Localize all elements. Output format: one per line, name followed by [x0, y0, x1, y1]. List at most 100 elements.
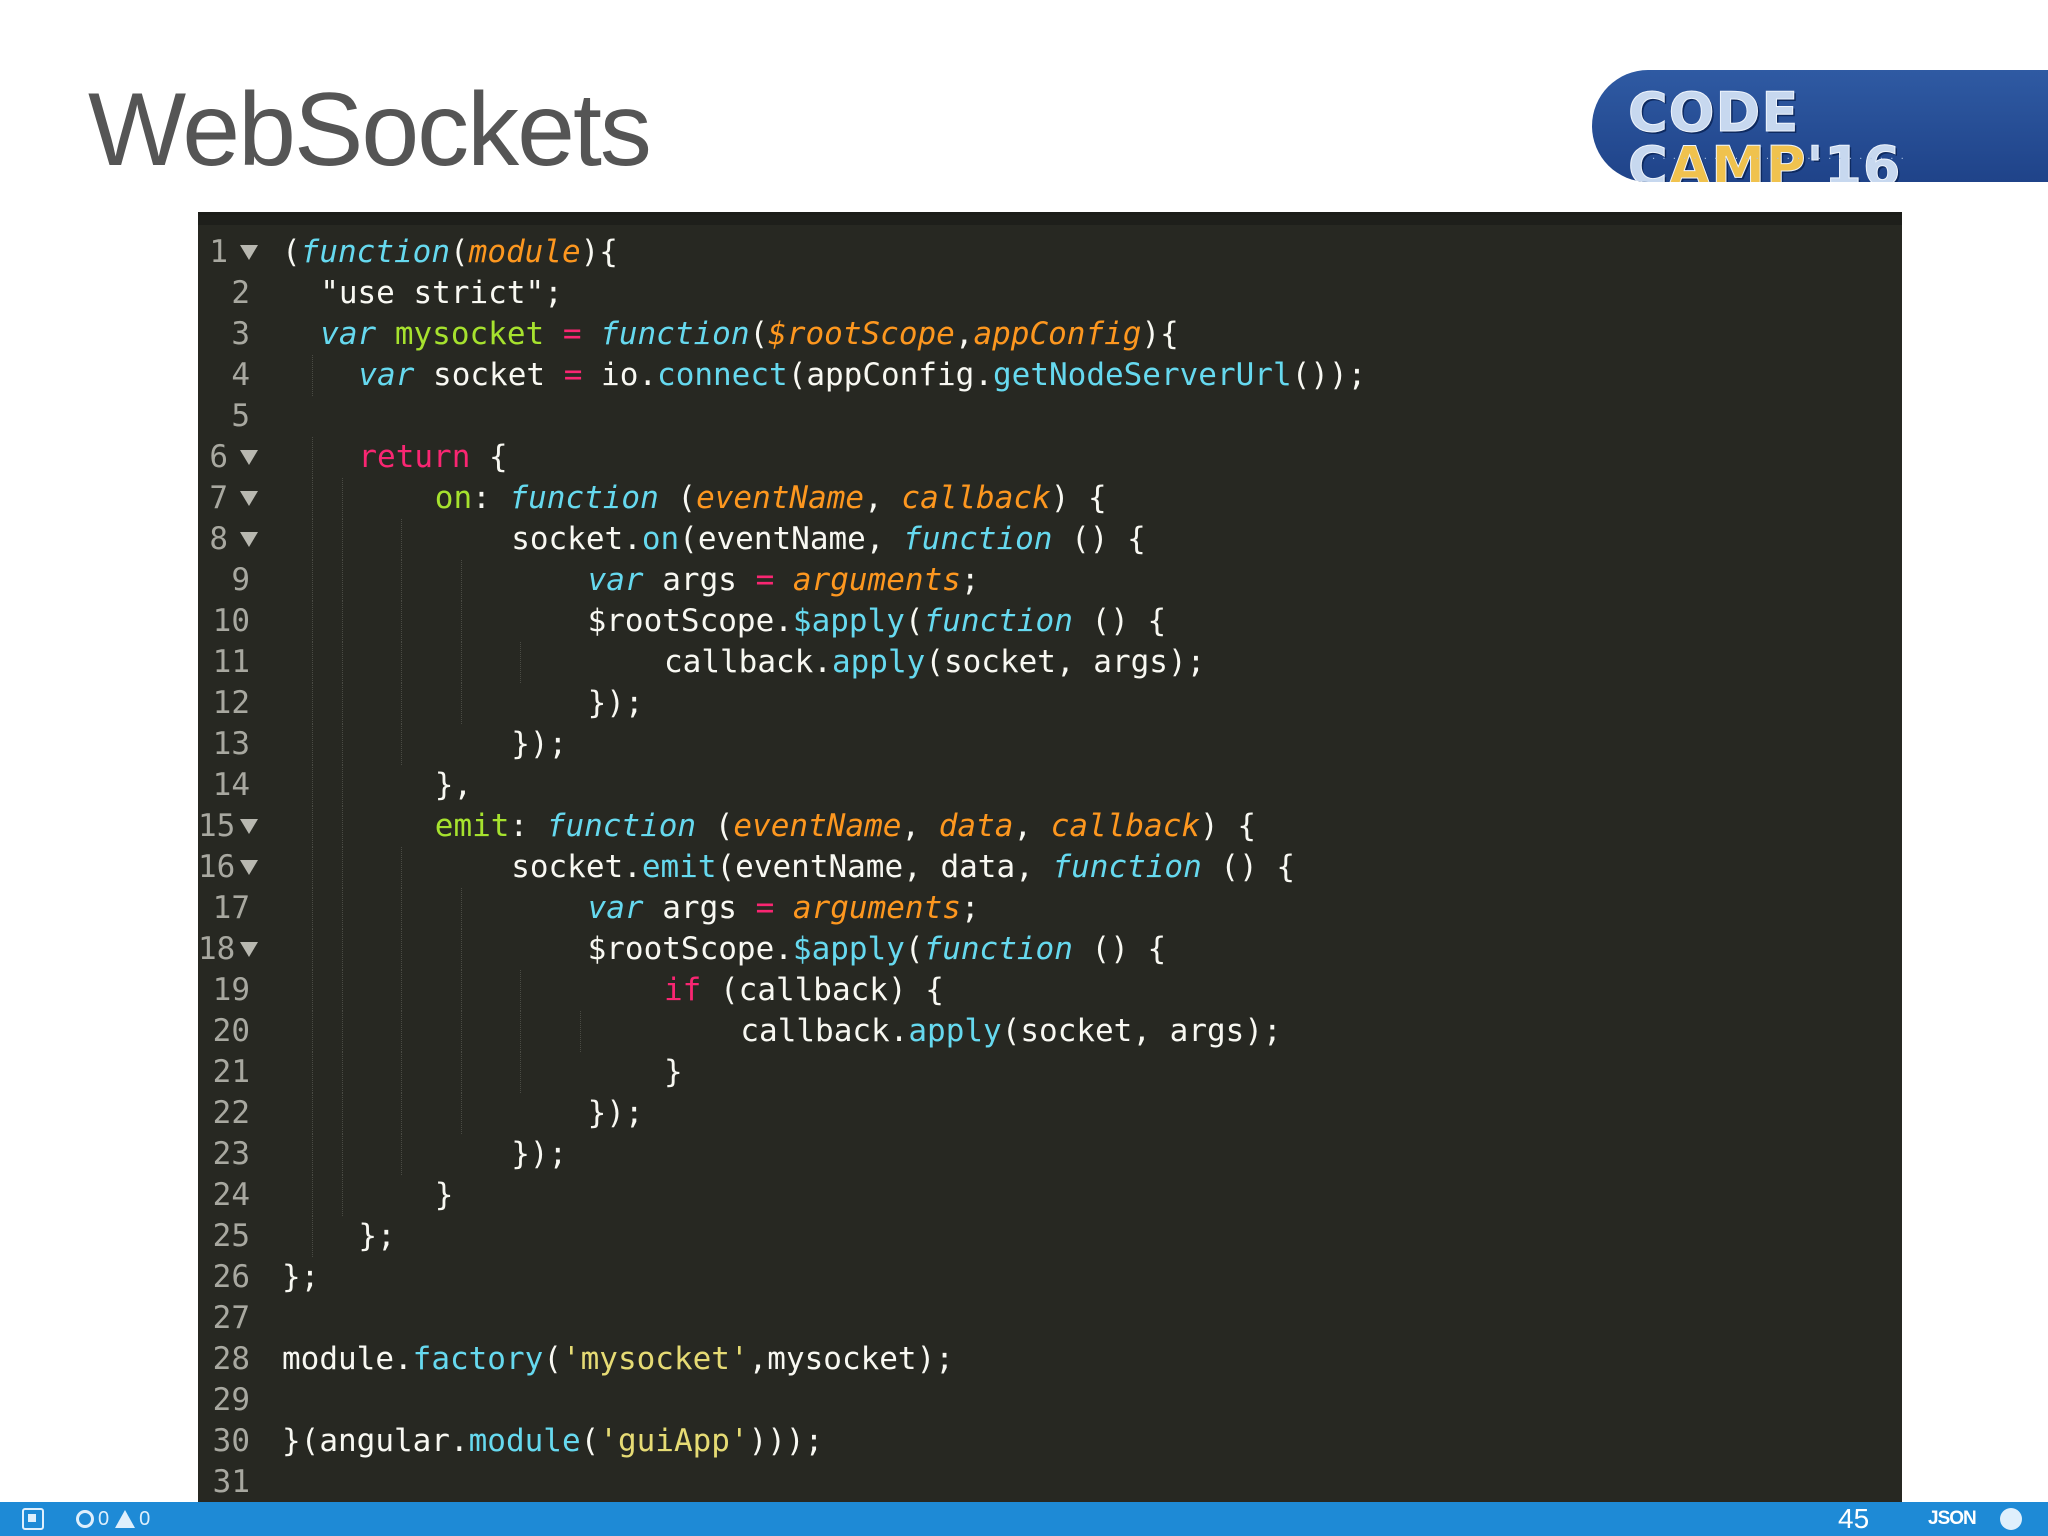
editor-tab-strip [198, 215, 1902, 225]
code-text: }); [588, 1093, 644, 1134]
fold-arrow-icon[interactable] [240, 491, 258, 506]
line-number: 29 [212, 1382, 250, 1418]
fold-arrow-icon[interactable] [240, 942, 258, 957]
slide-page-number: 45 [1838, 1503, 1870, 1534]
code-token: args [643, 562, 756, 598]
indent-guide [460, 970, 462, 1011]
code-token [582, 316, 601, 352]
fold-arrow-icon[interactable] [240, 450, 258, 465]
code-line[interactable]: 5 [198, 396, 1902, 437]
code-text: } [435, 1175, 454, 1216]
code-line[interactable]: 12}); [198, 683, 1902, 724]
feedback-button[interactable] [2000, 1502, 2022, 1536]
code-line[interactable]: 31 [198, 1462, 1902, 1502]
code-text: }; [282, 1257, 319, 1298]
code-text: }); [511, 724, 567, 765]
code-token: var [320, 316, 377, 352]
code-token: ){ [1141, 316, 1179, 352]
code-token: } [434, 1177, 454, 1213]
code-token: ,mysocket); [748, 1341, 954, 1377]
code-text: } [664, 1052, 683, 1093]
code-line[interactable]: 30}(angular.module('guiApp'))); [198, 1421, 1902, 1462]
code-token [544, 316, 563, 352]
indent-guide [341, 560, 343, 601]
code-token: }); [587, 685, 644, 721]
code-token: mysocket [394, 316, 545, 352]
code-line[interactable]: 18$rootScope.$apply(function () { [198, 929, 1902, 970]
fold-arrow-icon[interactable] [240, 245, 258, 260]
status-bar-app-icon[interactable] [22, 1502, 44, 1536]
code-line[interactable]: 10$rootScope.$apply(function () { [198, 601, 1902, 642]
line-number: 4 [231, 357, 250, 393]
indent-guide [311, 1175, 313, 1216]
indent-guide [341, 765, 343, 806]
line-number: 22 [212, 1095, 250, 1131]
code-token: callback. [664, 644, 832, 680]
problems-indicator[interactable]: 0 0 [76, 1502, 156, 1536]
code-token: $rootScope [768, 316, 955, 352]
line-number: 21 [212, 1054, 250, 1090]
language-mode[interactable]: JSON [1928, 1508, 1977, 1529]
code-token: }, [434, 767, 473, 803]
code-token: var [587, 890, 644, 926]
indent-guide [311, 560, 313, 601]
indent-guide [311, 642, 313, 683]
code-line[interactable]: 2"use strict"; [198, 273, 1902, 314]
line-number: 11 [212, 644, 250, 680]
code-token: }); [587, 1095, 644, 1131]
code-token: , [954, 316, 974, 352]
code-token: factory [412, 1341, 544, 1377]
code-token: ) { [1200, 808, 1257, 844]
code-line[interactable]: 27 [198, 1298, 1902, 1339]
code-token: }; [282, 1259, 320, 1295]
code-line[interactable]: 29 [198, 1380, 1902, 1421]
code-line[interactable]: 24} [198, 1175, 1902, 1216]
code-token: = [755, 562, 775, 598]
code-line[interactable]: 13}); [198, 724, 1902, 765]
indent-guide [311, 478, 313, 519]
code-token: on [434, 480, 473, 516]
code-token: ; [960, 890, 980, 926]
code-line[interactable]: 23}); [198, 1134, 1902, 1175]
indent-guide [311, 888, 313, 929]
fold-arrow-icon[interactable] [240, 819, 258, 834]
indent-guide [401, 601, 403, 642]
code-token: ( [580, 1423, 600, 1459]
indent-guide [401, 1052, 403, 1093]
code-text: }; [358, 1216, 395, 1257]
code-line[interactable]: 25}; [198, 1216, 1902, 1257]
code-line[interactable]: 14}, [198, 765, 1902, 806]
fold-arrow-icon[interactable] [240, 860, 258, 875]
code-token: return [358, 439, 471, 475]
code-token: callback [901, 480, 1051, 516]
code-line[interactable]: 22}); [198, 1093, 1902, 1134]
line-number: 8 [209, 521, 228, 557]
line-number: 17 [212, 890, 250, 926]
code-line[interactable]: 1(function(module){ [198, 232, 1902, 273]
code-token: (socket, args); [925, 644, 1206, 680]
indent-guide [341, 1011, 343, 1052]
indent-guide [341, 724, 343, 765]
code-line[interactable]: 21} [198, 1052, 1902, 1093]
fold-arrow-icon[interactable] [240, 532, 258, 547]
indent-guide [401, 888, 403, 929]
code-token: args [643, 890, 756, 926]
code-token: apply [908, 1013, 1002, 1049]
code-token: = [755, 890, 775, 926]
code-line[interactable]: 26}; [198, 1257, 1902, 1298]
